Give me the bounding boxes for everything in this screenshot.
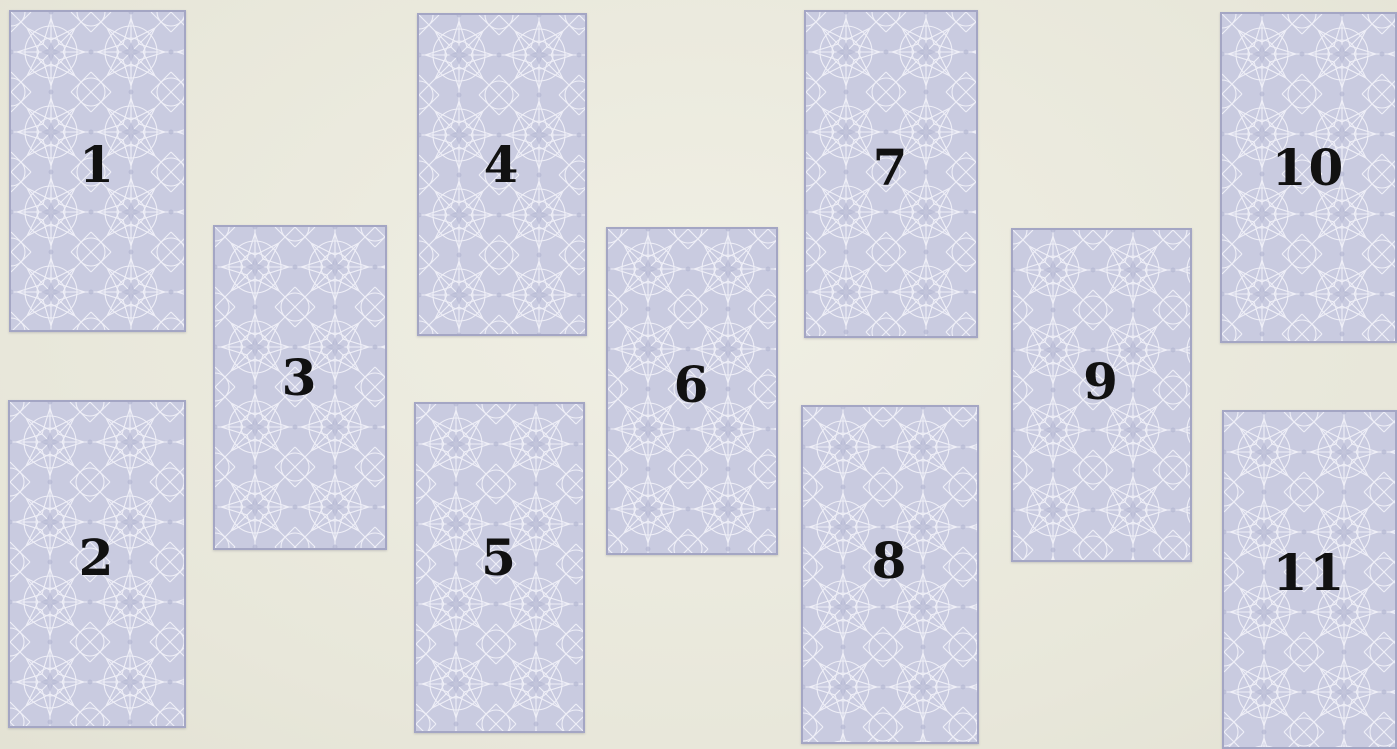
card-number: 7 — [806, 143, 976, 193]
card-number: 5 — [416, 533, 583, 583]
card-number: 2 — [10, 533, 184, 583]
card-1[interactable]: 1 — [9, 10, 186, 332]
card-number: 4 — [419, 140, 585, 190]
card-number: 10 — [1222, 143, 1395, 193]
card-11[interactable]: 11 — [1222, 410, 1397, 749]
card-9[interactable]: 9 — [1011, 228, 1192, 562]
card-4[interactable]: 4 — [417, 13, 587, 336]
card-number: 1 — [11, 140, 184, 190]
card-number: 9 — [1013, 357, 1190, 407]
card-6[interactable]: 6 — [606, 227, 778, 555]
card-number: 11 — [1224, 548, 1395, 598]
card-number: 6 — [608, 360, 776, 410]
card-3[interactable]: 3 — [213, 225, 387, 550]
card-10[interactable]: 10 — [1220, 12, 1397, 343]
card-5[interactable]: 5 — [414, 402, 585, 733]
card-2[interactable]: 2 — [8, 400, 186, 728]
card-7[interactable]: 7 — [804, 10, 978, 338]
card-number: 8 — [803, 536, 977, 586]
card-8[interactable]: 8 — [801, 405, 979, 744]
card-number: 3 — [215, 353, 385, 403]
